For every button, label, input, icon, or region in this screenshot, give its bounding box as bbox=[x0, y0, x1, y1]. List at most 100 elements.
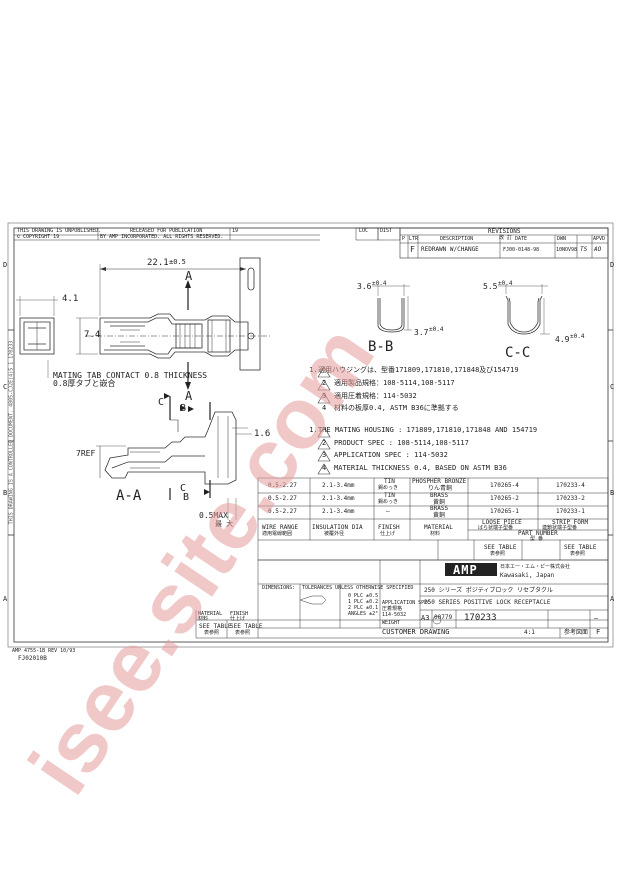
dim-4-1: 4.1 bbox=[62, 294, 79, 304]
dim-0-5max-jp: 最 大 bbox=[215, 520, 234, 528]
note-triangles bbox=[317, 366, 331, 475]
rev-row-ecn: FJ00-0148-98 bbox=[503, 247, 540, 253]
cell-finish-jp: 錫めっき bbox=[378, 499, 399, 505]
note-jp-3: 適用圧着規格：114-5032 bbox=[334, 392, 417, 400]
cell-material: BRASS bbox=[430, 505, 449, 512]
cage-code: 00779 bbox=[434, 614, 453, 621]
scale: 4:1 bbox=[524, 629, 535, 636]
note-en-4: MATERIAL THICKNESS 0.4, BASED ON ASTM B3… bbox=[334, 464, 507, 472]
sheet-dash: — bbox=[594, 614, 599, 622]
inner-border bbox=[13, 227, 609, 643]
dim-1-6: 1.6 bbox=[254, 429, 271, 439]
bb-dim-3-7: 3.7 bbox=[414, 328, 429, 337]
cell-material-jp: 黄銅 bbox=[433, 499, 446, 506]
copyright-note: © COPYRIGHT 19 bbox=[17, 234, 60, 240]
section-a-a-view bbox=[96, 393, 252, 520]
tol-2plc: 2 PLC ±0.1 bbox=[348, 605, 379, 611]
sheet-jp: 参考図面 bbox=[564, 629, 589, 636]
rev-col-ltr: LTR bbox=[409, 236, 419, 242]
revisions-title: REVISIONS bbox=[488, 228, 521, 235]
rev-row-dwn: TS bbox=[580, 246, 588, 253]
release-note: RELEASED FOR PUBLICATION bbox=[130, 228, 203, 234]
form-number: AMP 4755-1B REV 10/93 bbox=[12, 648, 76, 654]
cell-wire: 0.5-2.27 bbox=[268, 482, 297, 489]
finish-label: FINISH bbox=[230, 611, 249, 617]
outer-border bbox=[7, 222, 614, 648]
cell-finish: — bbox=[386, 508, 390, 515]
cell-material-jp: りん青銅 bbox=[428, 485, 453, 492]
dim-7-4: 7.4 bbox=[84, 330, 101, 340]
header-strip-form: STRIP FORM bbox=[552, 519, 589, 526]
see-table-2-jp: 表参照 bbox=[570, 551, 586, 557]
cell-loose: 170265-2 bbox=[490, 495, 519, 502]
cell-loose: 170265-1 bbox=[490, 508, 519, 515]
section-c-c-view bbox=[498, 284, 550, 335]
grid-b-right: B bbox=[610, 489, 615, 497]
material-label-jp: 材料 bbox=[198, 616, 209, 622]
cell-finish: TIN bbox=[384, 492, 395, 499]
fj-number: FJ02010B bbox=[18, 655, 47, 662]
section-mark-c-lower: C bbox=[180, 483, 187, 494]
rev-row-ltr: F bbox=[410, 245, 415, 254]
grid-d-left: D bbox=[3, 261, 8, 269]
note-en-3: APPLICATION SPEC : 114-5032 bbox=[334, 451, 448, 459]
finish-see-table: SEE TABLE bbox=[230, 623, 263, 630]
rev-col-dwn: DWN bbox=[557, 236, 567, 242]
rev-row-desc: REDRAWN W/CHANGE bbox=[421, 246, 479, 253]
material-see-table-jp: 表参照 bbox=[204, 630, 220, 636]
rights-note: BY AMP INCORPORATED. ALL RIGHTS RESERVED… bbox=[100, 234, 224, 240]
header-insulation-jp: 被覆外径 bbox=[324, 531, 345, 537]
cell-strip: 170233-2 bbox=[556, 495, 585, 502]
header-part-number-jp: 型 番 bbox=[530, 536, 544, 542]
see-table-1-jp: 表参照 bbox=[490, 551, 506, 557]
grid-b-left: B bbox=[3, 489, 8, 497]
note-en-2-num: 2 bbox=[322, 439, 327, 447]
note-jp-1: 1.適用ハウジングは、型番171809,171810,171848及び15471… bbox=[309, 366, 519, 374]
note-jp-4: 材料の板厚0.4, ASTM B36に準拠する bbox=[334, 404, 459, 412]
rev-row-apvd: AO bbox=[594, 246, 602, 253]
grid-a-left: A bbox=[3, 595, 8, 603]
header-wire-range: WIRE RANGE bbox=[262, 524, 299, 531]
cell-material: PHOSPHER BRONZE bbox=[412, 478, 467, 485]
header-strip-form-jp: 連鎖状端子型番 bbox=[542, 525, 578, 531]
header-loose-piece-jp: ばら状端子型番 bbox=[478, 525, 514, 531]
side-text: THIS DRAWING IS A CONTROLLED DOCUMENT. 4… bbox=[8, 340, 15, 525]
section-b-b-view bbox=[372, 284, 412, 333]
note-jp-2-num: 2 bbox=[322, 379, 327, 387]
section-mark-b-upper: B bbox=[180, 403, 187, 414]
grid-c-left: C bbox=[3, 383, 8, 391]
app-spec-jp: 圧着規格 bbox=[382, 606, 403, 612]
bb-dim-3-6-tol: ±0.4 bbox=[372, 280, 387, 287]
title-jp: 250 シリーズ ポジティブロック リセプタクル bbox=[424, 587, 553, 594]
tol-0plc: 0 PLC ±0.5 bbox=[348, 593, 379, 599]
title-block-lines bbox=[195, 559, 609, 639]
rev-col-desc: DESCRIPTION bbox=[440, 236, 474, 242]
section-mark-a-top: A bbox=[185, 269, 193, 283]
header-part-number: PART NUMBER bbox=[518, 530, 558, 537]
header-material-jp: 材料 bbox=[430, 531, 441, 537]
company-location: Kawasaki, Japan bbox=[500, 572, 555, 579]
cell-material: BRASS bbox=[430, 492, 449, 499]
rev-col-date: DATE bbox=[515, 236, 528, 242]
section-mark-c-upper: C bbox=[158, 397, 165, 408]
note-en-3-num: 3 bbox=[322, 451, 327, 459]
top-view bbox=[16, 257, 272, 390]
cell-loose: 170265-4 bbox=[490, 482, 519, 489]
loc-label: LOC bbox=[359, 228, 369, 234]
grid-d-right: D bbox=[610, 261, 615, 269]
material-label: MATERIAL bbox=[198, 611, 223, 617]
dist-label: DIST bbox=[380, 228, 393, 234]
grid-a-right: A bbox=[610, 595, 615, 603]
rev-row-date: 10NOV98 bbox=[556, 247, 578, 253]
section-mark-a-bottom: A bbox=[185, 389, 193, 403]
dim-22-1: 22.1 bbox=[147, 258, 169, 268]
cell-ins: 2.1-3.4mm bbox=[322, 482, 355, 489]
note-jp-2: 適用製品規格：108-5114,108-5117 bbox=[334, 379, 455, 387]
bb-dim-3-7-tol: ±0.4 bbox=[429, 326, 444, 333]
section-a-a-label: A-A bbox=[116, 488, 142, 504]
note-jp-4-num: 4 bbox=[322, 404, 327, 412]
rev-col-apvd: APVD bbox=[593, 236, 606, 242]
weight-label: WEIGHT bbox=[382, 620, 401, 626]
